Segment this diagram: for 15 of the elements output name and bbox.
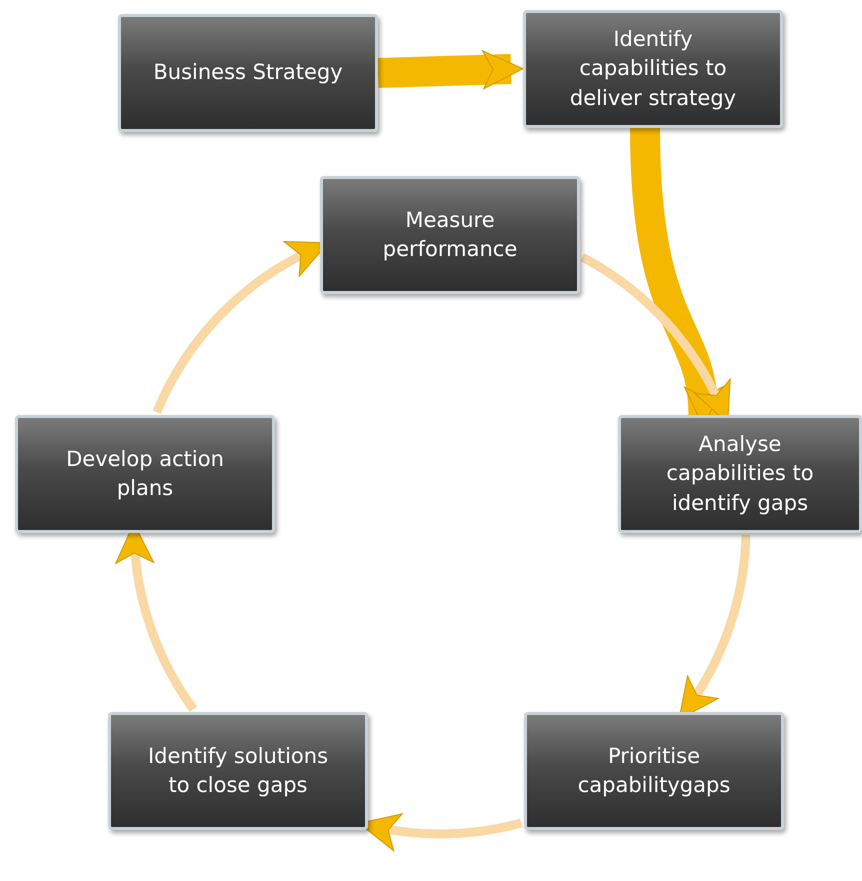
- process-box: [523, 10, 783, 128]
- box-label: Business Strategy: [153, 59, 343, 86]
- process-box: [618, 415, 862, 533]
- box-label: Identify capabilities to deliver strategy: [568, 26, 738, 112]
- box-label: Analyse capabilities to identify gaps: [665, 430, 815, 517]
- arrow: [378, 50, 524, 90]
- process-box: [524, 712, 784, 830]
- box-label: Measure performance: [382, 206, 518, 263]
- box-label: Identify solutions to close gaps: [146, 742, 330, 799]
- box-label: Prioritise capabilitygaps: [576, 742, 732, 799]
- process-box: [118, 14, 378, 132]
- process-box: [320, 176, 580, 294]
- process-box: [108, 712, 368, 830]
- process-box: [15, 415, 275, 533]
- box-label: Develop action plans: [65, 446, 225, 502]
